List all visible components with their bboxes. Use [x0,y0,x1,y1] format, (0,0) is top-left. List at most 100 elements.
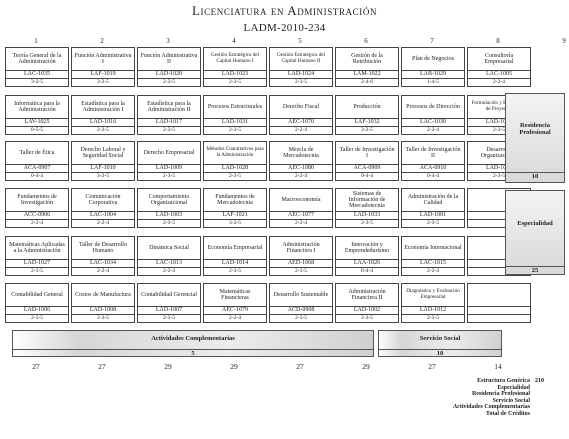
complementarias-credits: 5 [12,349,374,357]
course-name: Comunicación Corporativa [85,193,121,206]
course-hours: 2-2-4 [270,219,332,227]
course-code: LAD-1024 [270,70,332,78]
summary-line: Residencia Profesional [471,391,530,397]
course-hours: 0-4-4 [336,267,398,275]
course-hours: 3-2-5 [204,219,266,227]
course-hours: 2-2-4 [138,267,200,275]
course-code: LAM-1022 [336,70,398,78]
course-code: ACA-0909 [336,164,398,172]
column-header-2: 2 [100,37,104,45]
course-name: Taller de Investigación II [405,146,461,159]
especialidad-credits: 25 [505,266,565,274]
column-header-6: 6 [364,37,368,45]
course-hours: 2-3-5 [204,172,266,180]
servicio-band [378,330,502,357]
course-hours: 2-3-5 [336,314,398,322]
course-code: LAD-1007 [138,306,200,314]
course-name: Gestión Estratégica del Capital Humano I [210,52,260,64]
course-hours: 2-3-5 [138,78,200,86]
course-code: LAD-1031 [204,118,266,126]
course-code: LAD-1014 [204,259,266,267]
course-code: ACA-0910 [402,164,464,172]
course-name: Producción [353,103,381,110]
course-name: Derecho Fiscal [282,103,320,110]
course-hours: 2-3-5 [468,172,530,180]
summary-line: Estructura Genérica [477,378,530,384]
course-hours: 2-3-5 [138,314,200,322]
course-hours: 2-2-4 [270,126,332,134]
course-code [468,211,530,219]
column-header-1: 1 [34,37,38,45]
course-hours [468,314,530,322]
especialidad-label: Especialidad [517,220,553,227]
semester-credits-8: 14 [494,362,502,371]
course-hours [468,267,530,275]
semester-credits-5: 27 [296,362,304,371]
course-name: Mezcla de Mercadotecnia [283,146,319,159]
course-code: LAF-1021 [204,211,266,219]
course-name: Costos de Manufactura [75,291,131,298]
course-name: Teoría General de la Administración [12,52,62,65]
course-hours: 2-3-5 [402,314,464,322]
course-hours: 2-3-5 [270,267,332,275]
course-code: LAD-1018 [468,118,530,126]
course-name: Comportamiento Organizacional [148,193,190,206]
course-name: Matemáticas Financieras [219,288,251,301]
course-name: Administración de la Calidad [407,193,459,206]
course-name: Función Administrativa II [140,52,198,65]
course-name: Informática para la Administración [14,100,60,113]
course-hours: 2-2-4 [72,219,134,227]
course-hours: 0-4-4 [402,172,464,180]
course-cell: Sistemas de Información de Mercadotecnia… [335,188,399,228]
column-header-5: 5 [298,37,302,45]
column-header-7: 7 [430,37,434,45]
course-name: Taller de Desarrollo Humano [79,241,127,254]
empty-course-cell [467,283,531,323]
course-hours: 2-3-5 [402,219,464,227]
course-hours [468,219,530,227]
course-name: Contabilidad General [11,291,63,298]
semester-credits-3: 29 [164,362,172,371]
total-credits: 210 [535,378,544,384]
course-cell: Matemáticas Aplicadas a la Administració… [5,236,69,276]
course-code: AEC-1080 [270,164,332,172]
course-code: LAD-1027 [6,259,68,267]
course-name: Matemáticas Aplicadas a la Administració… [9,241,65,254]
course-hours: 2-3-5 [336,219,398,227]
course-code: LAV-1025 [6,118,68,126]
course-name: Función Administrativa I [74,52,132,65]
course-code: ACA-0907 [6,164,68,172]
course-name: Desarrollo Organizacional [480,146,518,159]
course-code: LAD-1033 [336,211,398,219]
course-name: Gestión de la Retribución [351,52,383,65]
course-hours: 2-3-5 [270,78,332,86]
semester-credits-2: 27 [98,362,106,371]
course-code: LAD-1003 [138,211,200,219]
course-code: LAC-1005 [468,70,530,78]
summary-line: Actividades Complementarias [452,404,530,410]
course-hours: 2-3-5 [72,126,134,134]
course-name: Innovación y Emprendedurismo [344,241,390,254]
course-name: Macroeconomía [281,196,321,203]
course-name: Contabilidad Gerencial [141,291,197,298]
course-hours: 2-3-5 [204,126,266,134]
course-hours: 2-2-4 [6,219,68,227]
course-cell: Métodos Cuantitativos para la Administra… [203,141,267,181]
course-code: LAD-1020 [138,70,200,78]
course-cell: Gestión Estratégica del Capital Humano I… [203,47,267,87]
course-hours: 2-2-4 [402,126,464,134]
